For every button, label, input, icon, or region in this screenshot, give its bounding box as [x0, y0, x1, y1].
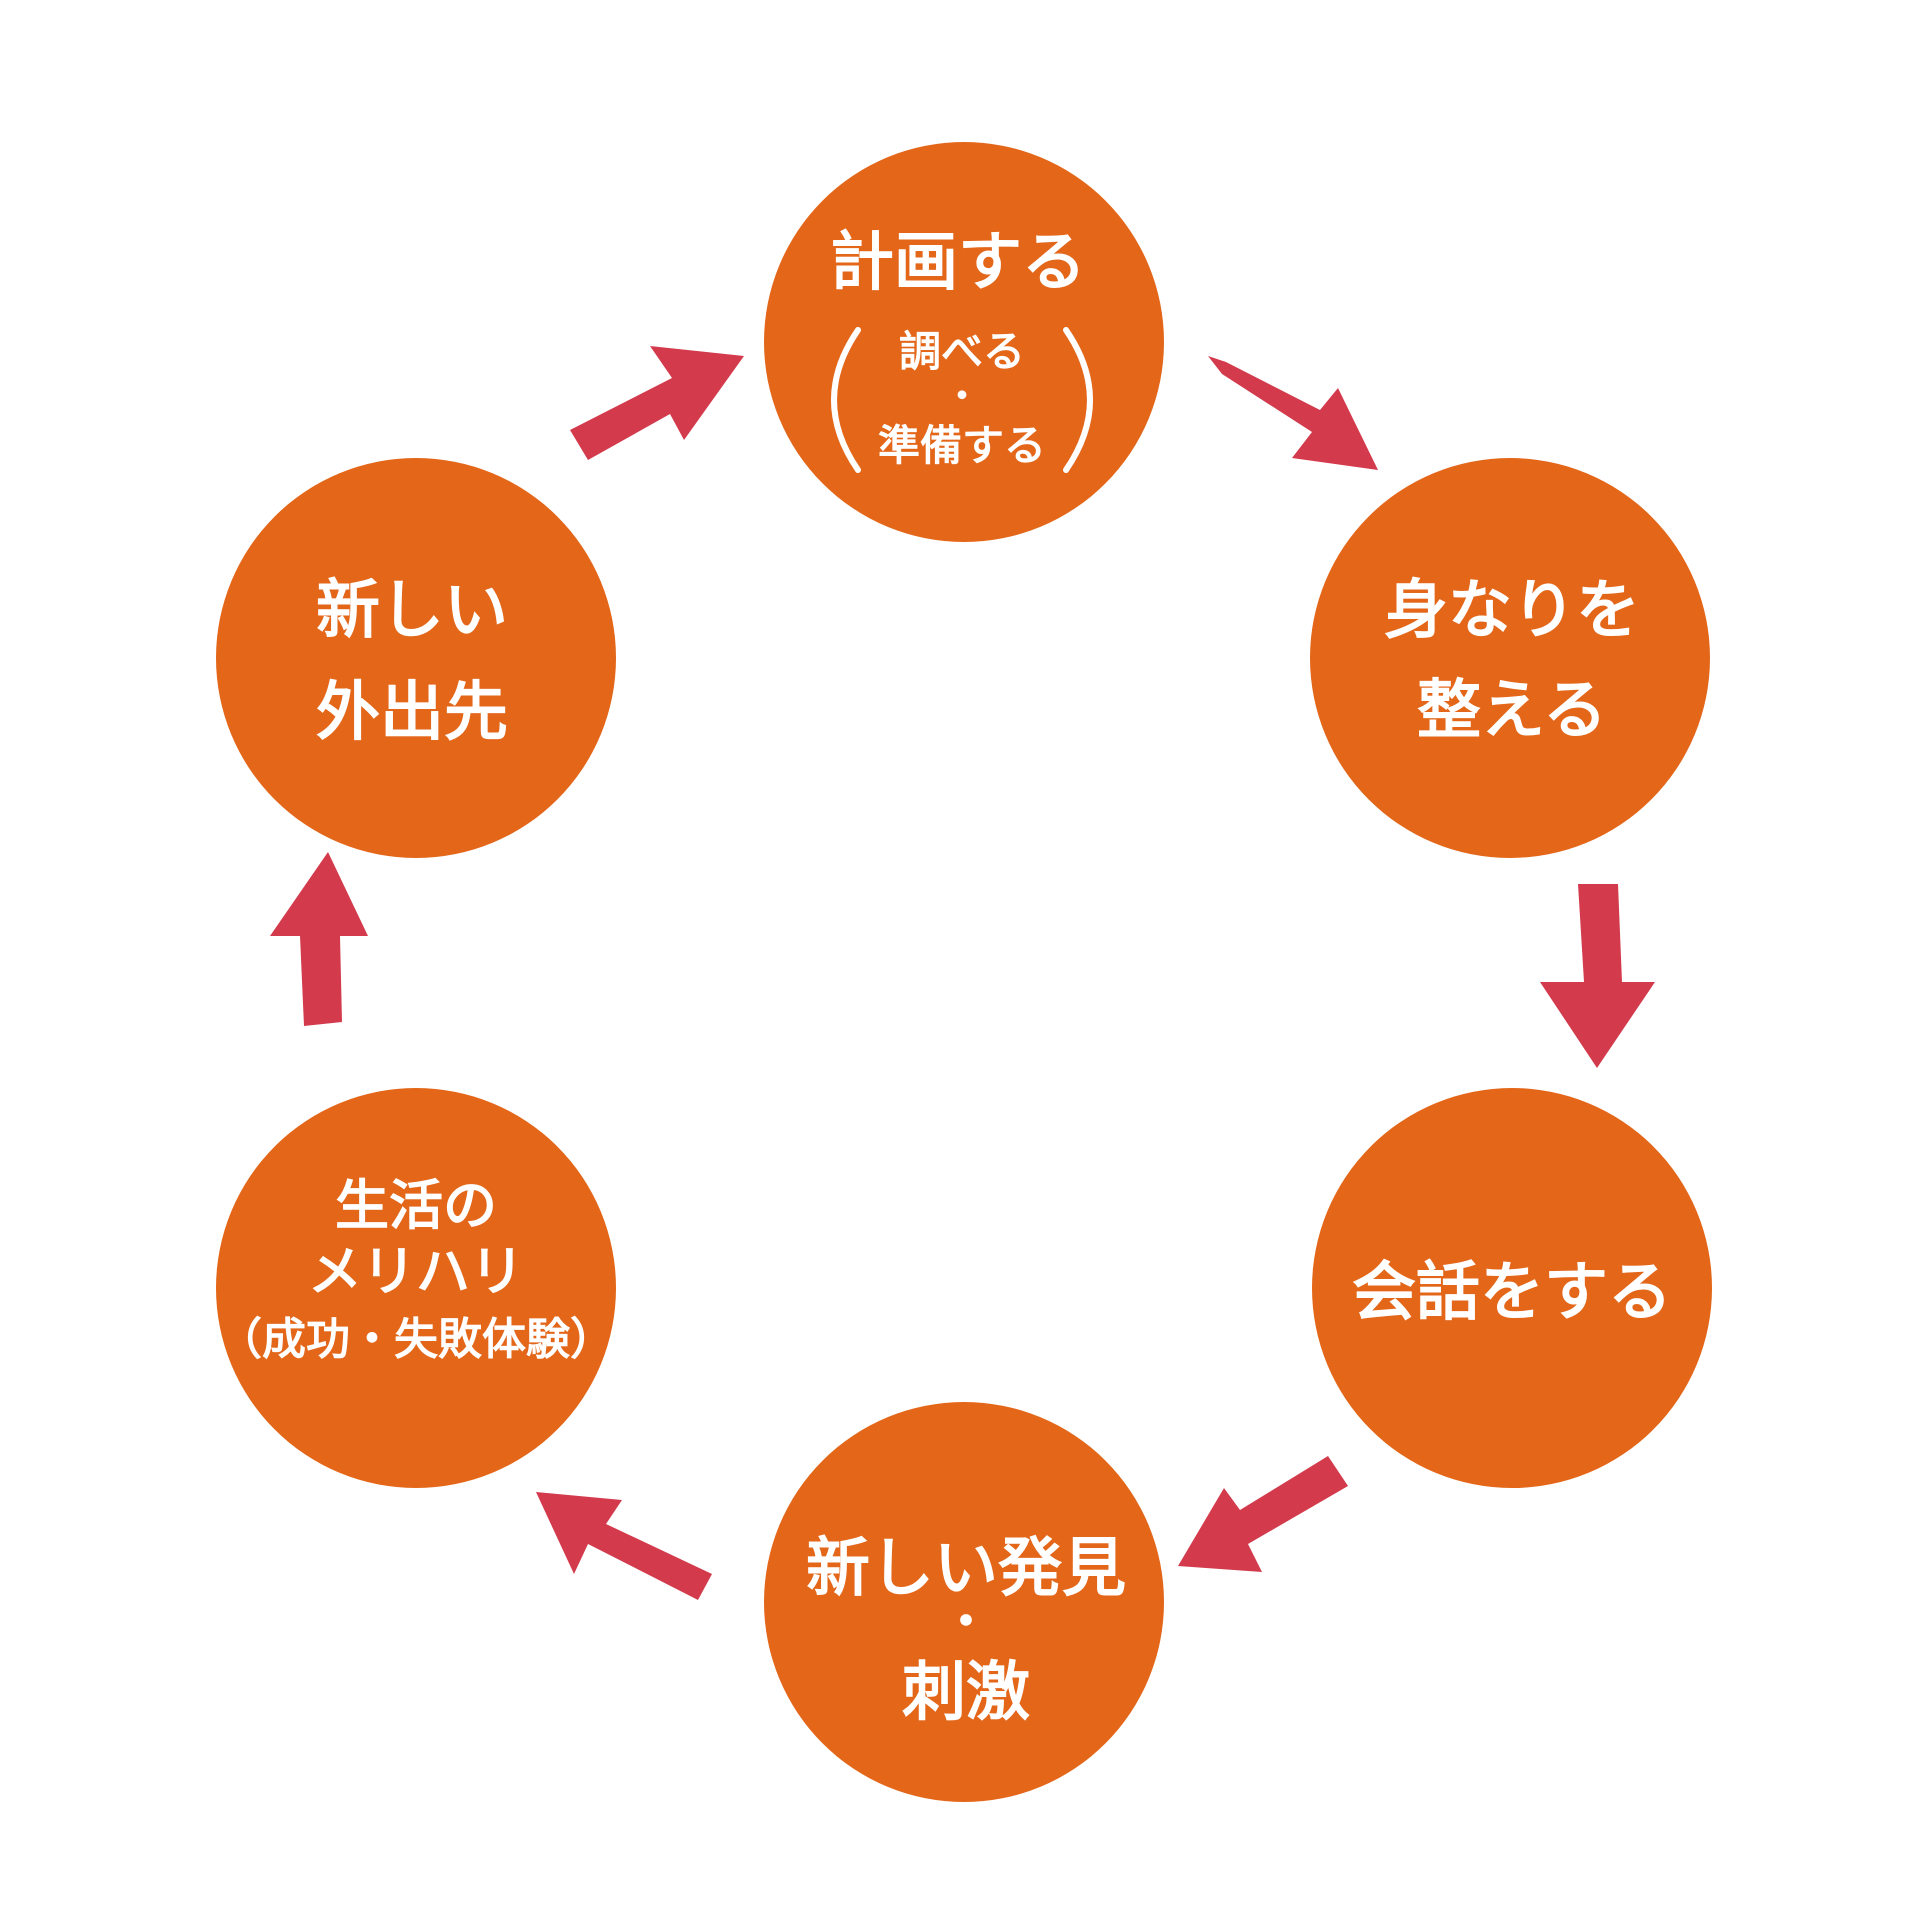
node-plan-sub-dot: ・ [944, 376, 980, 417]
node-plan-circle [764, 142, 1164, 542]
node-plan-right-paren [1063, 327, 1093, 473]
node-discovery-dot: ・ [942, 1594, 990, 1650]
node-life-circle [216, 1088, 616, 1488]
node-life-line1: 生活の [335, 1174, 497, 1237]
node-life: 生活の メリハリ （成功・失敗体験） [218, 1174, 614, 1365]
arrow-conversation-to-discovery [1178, 1456, 1348, 1572]
node-life-line2: メリハリ [308, 1240, 524, 1303]
node-appearance-circle [1310, 458, 1710, 858]
node-discovery-line2: 刺激 [902, 1656, 1030, 1730]
node-conversation: 会話をする [1352, 1256, 1672, 1330]
node-plan-sub2: 準備する [878, 421, 1046, 470]
node-discovery-line1: 新しい発見 [806, 1532, 1126, 1606]
arrow-plan-to-appearance [1208, 356, 1378, 470]
nodes [216, 142, 1712, 1802]
arrow-destination-to-plan [570, 346, 744, 460]
node-destination-line2: 外出先 [316, 676, 508, 750]
node-appearance-line1: 身なりを [1384, 574, 1640, 648]
node-discovery-circle [764, 1402, 1164, 1802]
node-plan-sub1: 調べる [899, 327, 1025, 376]
node-discovery: 新しい発見 ・ 刺激 [806, 1532, 1126, 1730]
node-life-line3: （成功・失敗体験） [218, 1314, 614, 1365]
node-plan: 計画する 調べる ・ 準備する [830, 226, 1093, 473]
node-conversation-line1: 会話をする [1352, 1256, 1672, 1330]
node-destination-line1: 新しい [316, 574, 508, 648]
node-conversation-circle [1312, 1088, 1712, 1488]
node-plan-left-paren [831, 327, 861, 473]
arrow-life-to-destination [270, 852, 368, 1026]
arrow-appearance-to-conversation [1540, 884, 1655, 1068]
node-destination-circle [216, 458, 616, 858]
node-appearance-line2: 整える [1417, 674, 1607, 748]
node-plan-main: 計画する [830, 226, 1086, 300]
node-appearance: 身なりを 整える [1384, 574, 1640, 748]
node-destination: 新しい 外出先 [316, 574, 508, 750]
arrow-discovery-to-life [536, 1492, 712, 1600]
arrows [270, 346, 1655, 1600]
